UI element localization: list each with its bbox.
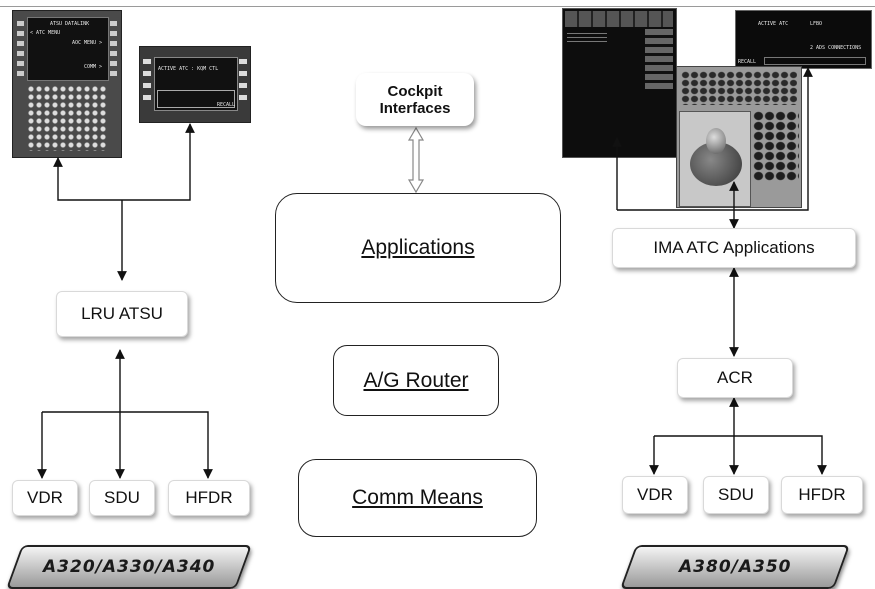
sdu-box-left: SDU [89,480,155,516]
hfdr-box-right: HFDR [781,476,863,514]
comm-means-box: Comm Means [298,459,537,537]
a380-a350-badge: A380/A350 [619,545,851,589]
arrow-tree-to-mfd [617,67,813,211]
arrow-atsu-to-mcdu [53,157,122,201]
ag-router-box: A/G Router [333,345,499,416]
arrow-tree-vdr-right [654,435,734,474]
dcdu-image: ACTIVE ATC : KQM CTL RECALL [139,46,251,123]
cockpit-label-line2: Interfaces [379,99,451,117]
keyboard-cursor-control-unit-image [676,66,802,208]
acr-box: ACR [677,358,793,398]
vdr-box-right: VDR [622,476,688,514]
arrow-atsu-to-dcdu [122,123,195,201]
applications-box: Applications [275,193,561,303]
vdr-box-left: VDR [12,480,78,516]
arrow-tree-vdr [42,411,120,478]
ima-atc-applications-box: IMA ATC Applications [612,228,856,268]
arrow-tree-hfdr-right [734,435,827,475]
hfdr-box-left: HFDR [168,480,250,516]
mcdu-image: ATSU DATALINK < ATC MENU AOC MENU > COMM… [12,10,122,158]
cockpit-interfaces-box: Cockpit Interfaces [356,73,474,126]
cockpit-applications-double-arrow [407,126,425,194]
top-rule [0,0,875,7]
arrow-tree-hfdr [120,411,213,479]
lru-atsu-box: LRU ATSU [56,291,188,337]
a320-family-badge: A320/A330/A340 [5,545,253,589]
sdu-box-right: SDU [703,476,769,514]
mfd-atc-screen-image: ACTIVE ATC LFBO 2 ADS CONNECTIONS RECALL [735,10,872,69]
cockpit-label-line1: Cockpit [387,82,443,100]
